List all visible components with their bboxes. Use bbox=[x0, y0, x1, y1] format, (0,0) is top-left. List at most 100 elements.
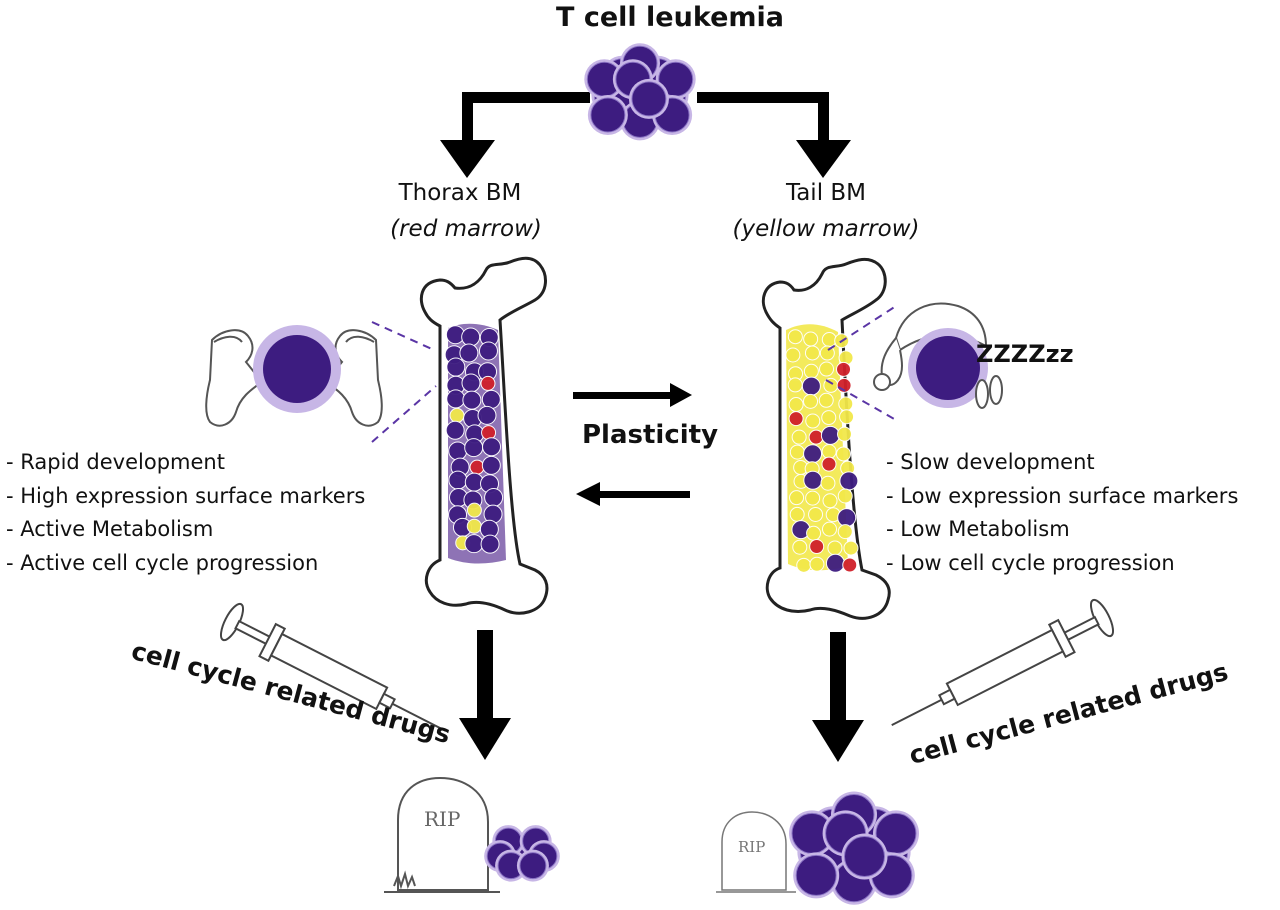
marrow-cell bbox=[821, 444, 837, 460]
left-trait-item: - Rapid development bbox=[6, 450, 225, 474]
marrow-cell bbox=[448, 441, 468, 461]
left-marrow-label: (red marrow) bbox=[390, 216, 542, 242]
marrow-cell bbox=[481, 389, 501, 409]
sleep-cap-icon bbox=[873, 302, 1003, 409]
marrow-cell bbox=[803, 363, 819, 379]
zoom-lines bbox=[371, 305, 897, 443]
marrow-cell bbox=[837, 524, 853, 540]
left-marrow-cells bbox=[444, 325, 504, 554]
right-trait-item: - Low cell cycle progression bbox=[886, 550, 1175, 575]
marrow-cell bbox=[825, 553, 845, 573]
marrow-cell bbox=[808, 506, 824, 522]
marrow-cell bbox=[803, 444, 823, 464]
marrow-cell bbox=[446, 357, 466, 377]
sleep-text: ZZZZzz bbox=[976, 340, 1074, 368]
marrow-cell bbox=[805, 413, 821, 429]
marrow-cell bbox=[803, 470, 823, 490]
marrow-cell bbox=[801, 376, 821, 396]
cell bbox=[631, 81, 667, 117]
marrow-cell bbox=[459, 343, 479, 363]
marrow-cell bbox=[461, 373, 481, 393]
leukemia-cell-cluster-icon bbox=[584, 43, 696, 141]
marrow-cell bbox=[461, 327, 481, 347]
cell bbox=[519, 852, 547, 880]
left-small-cell-cluster-icon bbox=[484, 825, 560, 882]
marrow-cell bbox=[803, 393, 819, 409]
left-traits-list: - Rapid development - High expression su… bbox=[6, 446, 365, 580]
right-marrow-label: (yellow marrow) bbox=[732, 216, 920, 242]
marrow-cell bbox=[803, 331, 819, 347]
marrow-cell bbox=[838, 396, 854, 412]
marrow-cell bbox=[789, 490, 805, 506]
marrow-cell bbox=[448, 470, 468, 490]
marrow-cell bbox=[821, 456, 837, 472]
left-trait-item: - High expression surface markers bbox=[6, 483, 366, 508]
marrow-cell bbox=[836, 426, 852, 442]
marrow-cell bbox=[819, 361, 835, 377]
marrow-cell bbox=[819, 345, 835, 361]
split-arrows bbox=[440, 92, 851, 178]
marrow-cell bbox=[785, 347, 801, 363]
marrow-cell bbox=[820, 475, 836, 491]
marrow-cell bbox=[843, 540, 859, 556]
marrow-cell bbox=[809, 556, 825, 572]
right-marrow-cells bbox=[785, 329, 859, 573]
muscle-arms-icon bbox=[205, 325, 383, 427]
right-trait-item: - Low Metabolism bbox=[886, 517, 1070, 541]
marrow-cell bbox=[787, 377, 803, 393]
marrow-cell bbox=[818, 392, 834, 408]
left-tombstone-icon: RIP bbox=[384, 776, 500, 893]
marrow-cell bbox=[839, 409, 855, 425]
right-tombstone-icon: RIP bbox=[716, 811, 796, 893]
marrow-cell bbox=[449, 407, 465, 423]
right-trait-item: - Slow development bbox=[886, 450, 1095, 474]
marrow-cell bbox=[478, 341, 498, 361]
marrow-cell bbox=[480, 375, 496, 391]
right-site-title: Tail BM bbox=[785, 180, 867, 206]
marrow-cell bbox=[820, 425, 840, 445]
marrow-cell bbox=[827, 540, 843, 556]
marrow-cell bbox=[842, 557, 858, 573]
marrow-cell bbox=[837, 488, 853, 504]
marrow-cell bbox=[808, 429, 824, 445]
marrow-cell bbox=[821, 332, 837, 348]
marrow-cell bbox=[477, 405, 497, 425]
left-site-title: Thorax BM bbox=[398, 180, 522, 206]
left-tombstone-text: RIP bbox=[424, 807, 460, 831]
diagram-title: T cell leukemia bbox=[556, 2, 784, 33]
plasticity-label: Plasticity bbox=[582, 420, 719, 450]
right-syringe-icon bbox=[891, 598, 1115, 727]
marrow-cell bbox=[446, 389, 466, 409]
marrow-cell bbox=[789, 444, 805, 460]
marrow-cell bbox=[821, 410, 837, 426]
marrow-cell bbox=[836, 361, 852, 377]
marrow-cell bbox=[839, 471, 859, 491]
marrow-cell bbox=[791, 429, 807, 445]
cell bbox=[590, 97, 626, 133]
marrow-cell bbox=[469, 459, 485, 475]
marrow-cell bbox=[462, 390, 482, 410]
marrow-cell bbox=[788, 397, 804, 413]
marrow-cell bbox=[792, 539, 808, 555]
marrow-cell bbox=[789, 506, 805, 522]
marrow-cell bbox=[464, 438, 484, 458]
marrow-cell bbox=[484, 488, 504, 508]
marrow-cell bbox=[788, 411, 804, 427]
left-trait-item: - Active Metabolism bbox=[6, 517, 214, 541]
marrow-cell bbox=[822, 521, 838, 537]
marrow-cell bbox=[445, 420, 465, 440]
left-syringe-icon bbox=[219, 602, 447, 732]
right-tombstone-text: RIP bbox=[738, 838, 765, 856]
marrow-cell bbox=[481, 455, 501, 475]
marrow-cell bbox=[805, 490, 821, 506]
right-large-cell-cluster-icon bbox=[789, 791, 919, 905]
right-traits-list: - Slow development - Low expression surf… bbox=[886, 446, 1238, 580]
marrow-cell bbox=[480, 534, 500, 554]
marrow-cell bbox=[482, 437, 502, 457]
plasticity-arrows bbox=[573, 383, 692, 506]
marrow-cell bbox=[787, 329, 803, 345]
marrow-cell bbox=[837, 508, 857, 528]
marrow-cell bbox=[806, 525, 822, 541]
right-trait-item: - Low expression surface markers bbox=[886, 483, 1239, 508]
